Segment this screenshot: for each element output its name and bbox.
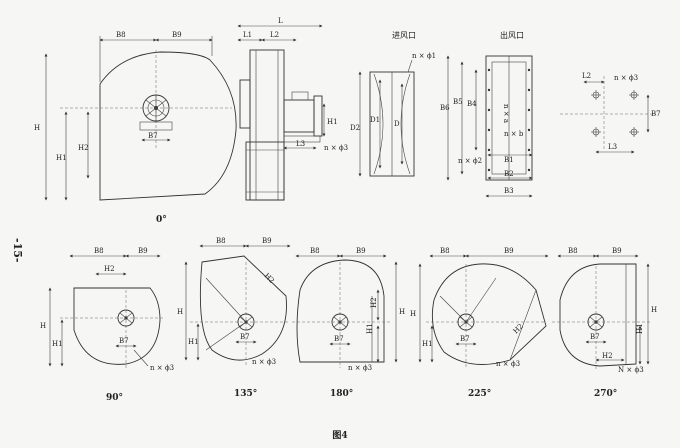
dim-h1: H1 xyxy=(366,323,374,334)
angle-label-90: 90° xyxy=(106,393,123,403)
orientation-180deg: B8 B9 H H1 H2 B7 n × ϕ3 180° xyxy=(292,247,405,399)
dim-h1: H1 xyxy=(188,338,199,346)
dim-b9: B9 xyxy=(612,247,622,255)
dim-b9: B9 xyxy=(504,247,514,255)
dim-l: L xyxy=(278,17,283,25)
bolt-holes xyxy=(591,90,639,137)
angle-label-0: 0° xyxy=(156,215,167,225)
dim-h2: H2 xyxy=(104,265,115,273)
dim-b8: B8 xyxy=(116,31,126,39)
dim-h1: H1 xyxy=(327,118,338,126)
impeller-icon xyxy=(457,313,475,331)
note-n-phi3: n × ϕ3 xyxy=(324,144,348,152)
dim-b2: B2 xyxy=(504,170,514,178)
dim-b8: B8 xyxy=(310,247,320,255)
orientation-135deg: B8 B9 H2 H H1 B7 n × ϕ3 135° xyxy=(177,237,291,399)
dim-b6: B6 xyxy=(440,104,450,112)
dim-b8: B8 xyxy=(216,237,226,245)
dim-h: H xyxy=(34,124,40,132)
note-n-phi3: N × ϕ3 xyxy=(618,366,644,374)
orientation-225deg: B8 B9 H H1 H2 B7 n × ϕ3 225° xyxy=(410,247,549,399)
dim-l3: L3 xyxy=(296,140,305,148)
dim-b9: B9 xyxy=(356,247,366,255)
orientation-90deg: B8 B9 H2 H H1 B7 n × ϕ3 90° xyxy=(40,247,174,403)
dim-h: H xyxy=(40,322,46,330)
dim-b7: B7 xyxy=(334,335,344,343)
dim-b7: B7 xyxy=(119,337,129,345)
note-n-x-a: n × a xyxy=(502,104,510,123)
dim-h2: H2 xyxy=(263,272,276,285)
figure-caption: 图4 xyxy=(332,430,347,441)
impeller-icon xyxy=(331,313,349,331)
note-n-phi3: n × ϕ3 xyxy=(348,364,372,372)
orientation-270deg: B8 B9 H H1 B7 H2 N × ϕ3 270° xyxy=(552,247,657,399)
dim-d1: D1 xyxy=(370,116,380,124)
impeller-icon xyxy=(142,94,170,122)
dim-h2: H2 xyxy=(512,322,525,335)
dim-b7: B7 xyxy=(148,132,158,140)
dim-b8: B8 xyxy=(440,247,450,255)
dim-h1: H1 xyxy=(636,323,644,334)
dim-l2: L2 xyxy=(582,72,591,80)
side-page-number: -15- xyxy=(11,238,24,262)
dim-b9: B9 xyxy=(138,247,148,255)
impeller-icon xyxy=(117,309,135,327)
dim-h2: H2 xyxy=(78,144,89,152)
dim-h2: H2 xyxy=(602,352,613,360)
dim-b9: B9 xyxy=(172,31,182,39)
dim-h: H xyxy=(177,308,183,316)
inlet-view: 进风口 D2 D1 D n × ϕ1 xyxy=(350,31,436,177)
angle-label-180: 180° xyxy=(330,389,353,399)
dim-h1: H1 xyxy=(422,340,433,348)
dim-h: H xyxy=(410,310,416,318)
note-n-x-b: n × b xyxy=(504,130,524,138)
dim-d: D xyxy=(394,120,400,128)
dim-l3: L3 xyxy=(608,143,617,151)
dim-h1: H1 xyxy=(56,154,67,162)
dim-b7: B7 xyxy=(590,333,600,341)
dim-h: H xyxy=(651,306,657,314)
note-n-phi3: n × ϕ3 xyxy=(496,360,520,368)
impeller-icon xyxy=(587,313,605,331)
dim-h1: H1 xyxy=(52,340,63,348)
dim-b9: B9 xyxy=(262,237,272,245)
dim-b8: B8 xyxy=(94,247,104,255)
dim-h2: H2 xyxy=(370,297,378,308)
note-n-phi1: n × ϕ1 xyxy=(412,52,436,60)
dim-l1: L1 xyxy=(243,31,252,39)
dim-b7: B7 xyxy=(240,333,250,341)
dim-h: H xyxy=(399,308,405,316)
angle-label-270: 270° xyxy=(594,389,617,399)
dim-d2: D2 xyxy=(350,124,360,132)
outlet-view: 出风口 B6 B5 B4 n × a n × b n × ϕ2 B1 B2 B3 xyxy=(440,30,533,198)
outlet-title: 出风口 xyxy=(500,30,524,40)
note-n-phi3: n × ϕ3 xyxy=(614,74,638,82)
side-view: L L1 L2 L3 H1 n × ϕ3 xyxy=(237,17,348,201)
dim-b8: B8 xyxy=(568,247,578,255)
angle-label-135: 135° xyxy=(234,389,257,399)
note-n-phi3: n × ϕ3 xyxy=(150,364,174,372)
impeller-icon xyxy=(237,313,255,331)
main-view-0deg: B8 B9 H H1 H2 B7 0° xyxy=(34,31,237,225)
dim-b1: B1 xyxy=(504,156,514,164)
dim-b5: B5 xyxy=(453,98,463,106)
dim-b3: B3 xyxy=(504,187,514,195)
dim-b7: B7 xyxy=(460,335,470,343)
note-n-phi2: n × ϕ2 xyxy=(458,157,482,165)
base-plate-view: L2 n × ϕ3 B7 L3 xyxy=(560,72,661,154)
angle-label-225: 225° xyxy=(468,389,491,399)
note-n-phi3: n × ϕ3 xyxy=(252,358,276,366)
dim-l2: L2 xyxy=(270,31,279,39)
dim-b7: B7 xyxy=(651,110,661,118)
inlet-title: 进风口 xyxy=(392,31,416,40)
dim-b4: B4 xyxy=(467,100,477,108)
